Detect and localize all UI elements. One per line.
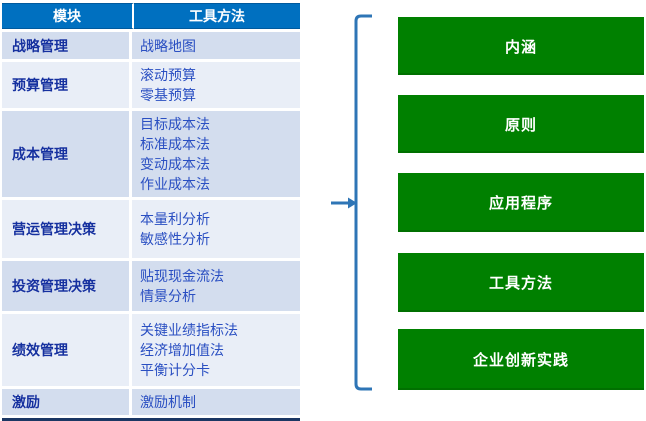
table-row: 预算管理 滚动预算 零基预算 [2, 62, 300, 108]
category-box-label: 原则 [504, 116, 537, 134]
table-row: 战略管理 战略地图 [2, 32, 300, 59]
tool-line: 经济增加值法 [140, 342, 224, 358]
table-row: 绩效管理 关键业绩指标法 经济增加值法 平衡计分卡 [2, 314, 300, 386]
tool-line: 目标成本法 [140, 116, 210, 132]
category-box-label: 应用程序 [488, 195, 553, 212]
module-cell: 绩效管理 [2, 314, 132, 386]
table-row: 激励 激励机制 [2, 389, 300, 415]
tool-line: 变动成本法 [140, 156, 210, 172]
tool-line: 零基预算 [140, 87, 196, 103]
category-box: 企业创新实践 [398, 329, 644, 390]
tool-line: 敏感性分析 [140, 231, 210, 247]
tool-line: 滚动预算 [140, 67, 196, 83]
tool-line: 情景分析 [140, 288, 196, 304]
tool-line: 作业成本法 [140, 176, 210, 192]
tool-line: 战略地图 [140, 37, 196, 54]
table-header-module: 模块 [2, 3, 134, 29]
module-cell: 营运管理决策 [2, 200, 132, 258]
bracket-connector [331, 14, 372, 391]
category-box: 原则 [398, 95, 644, 153]
tools-cell: 激励机制 [132, 389, 300, 415]
module-tools-table: 模块 工具方法 战略管理 战略地图 预算管理 滚动预算 零基预算 成本管理 目标… [2, 3, 300, 421]
tool-line: 关键业绩指标法 [140, 322, 238, 338]
tool-line: 贴现现金流法 [140, 268, 224, 284]
category-box: 工具方法 [398, 253, 644, 312]
tools-cell: 目标成本法 标准成本法 变动成本法 作业成本法 [132, 111, 300, 197]
tool-line: 激励机制 [140, 394, 196, 410]
table-header-tools: 工具方法 [134, 3, 300, 29]
module-cell: 预算管理 [2, 62, 132, 108]
table-header-row: 模块 工具方法 [2, 3, 300, 29]
module-cell: 成本管理 [2, 111, 132, 197]
tools-cell: 本量利分析 敏感性分析 [132, 200, 300, 258]
slide: 模块 工具方法 战略管理 战略地图 预算管理 滚动预算 零基预算 成本管理 目标… [2, 3, 644, 421]
tools-cell: 滚动预算 零基预算 [132, 62, 300, 108]
category-box-label: 内涵 [504, 38, 537, 56]
module-cell: 投资管理决策 [2, 261, 132, 311]
tool-line: 标准成本法 [140, 136, 210, 152]
tool-line: 平衡计分卡 [140, 362, 210, 378]
category-box: 内涵 [398, 17, 644, 75]
tool-line: 本量利分析 [140, 211, 210, 227]
category-box-label: 工具方法 [488, 275, 553, 292]
table-row: 成本管理 目标成本法 标准成本法 变动成本法 作业成本法 [2, 111, 300, 197]
table-row: 投资管理决策 贴现现金流法 情景分析 [2, 261, 300, 311]
tools-cell: 战略地图 [132, 32, 300, 59]
table-row: 营运管理决策 本量利分析 敏感性分析 [2, 200, 300, 258]
module-cell: 激励 [2, 389, 132, 415]
tools-cell: 贴现现金流法 情景分析 [132, 261, 300, 311]
tools-cell: 关键业绩指标法 经济增加值法 平衡计分卡 [132, 314, 300, 386]
category-box-label: 企业创新实践 [472, 352, 569, 369]
category-box: 应用程序 [398, 173, 644, 232]
module-cell: 战略管理 [2, 32, 132, 59]
